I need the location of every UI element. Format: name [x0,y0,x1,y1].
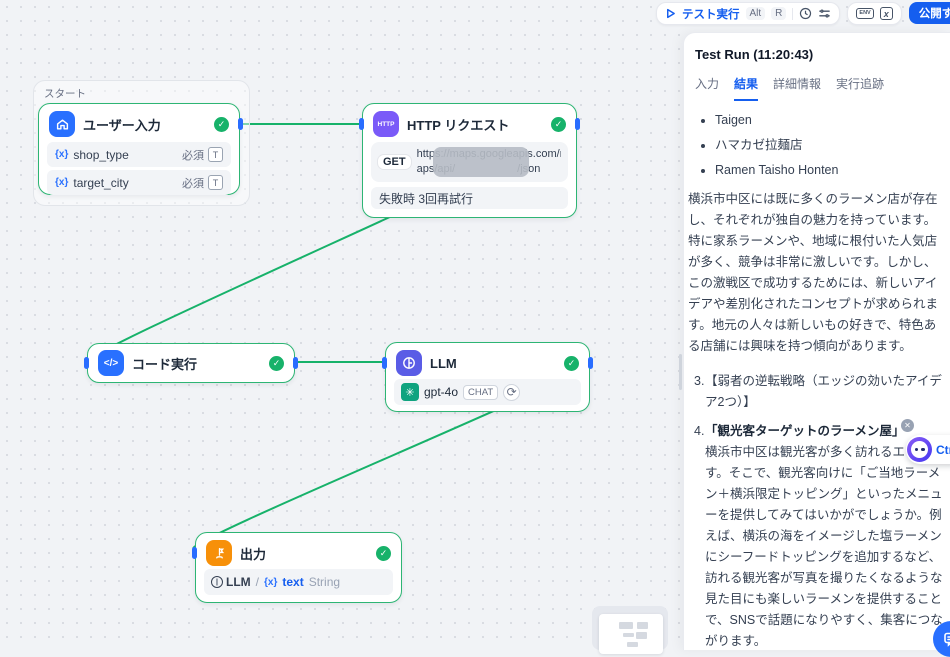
http-url-field[interactable]: GET https://maps.googleapis.com/m aps/ap… [371,142,568,182]
home-icon [49,111,75,137]
source-handle[interactable] [293,357,298,369]
bot-face-icon [907,437,932,462]
publish-button[interactable]: 公開する ∨ [908,2,950,24]
ai-assistant-pill[interactable]: Ctrl [906,435,950,464]
node-user-input[interactable]: ユーザー入力 ✓ {x} shop_type 必須 T {x} target_c… [38,103,243,195]
http-method-badge: GET [378,155,411,169]
target-handle[interactable] [84,357,89,369]
bullet-item: Taigen [715,112,945,129]
node-title: LLM [430,355,457,371]
bullet-item: ハマカゼ拉麺店 [715,137,945,154]
llm-icon [396,350,422,376]
llm-model-field[interactable]: ✳ gpt-4o CHAT ⟳ [394,379,581,405]
start-group-label: スタート [44,88,86,100]
tab-実行追跡[interactable]: 実行追跡 [836,77,885,91]
openai-icon: ✳ [401,383,419,401]
env-variables-button[interactable]: ENV [856,7,874,20]
field-name: target_city [73,175,129,190]
tab-結果[interactable]: 結果 [734,75,759,101]
target-handle[interactable] [382,357,387,369]
node-title: 出力 [240,546,267,562]
node-llm[interactable]: LLM ✓ ✳ gpt-4o CHAT ⟳ [382,342,593,412]
kbd-r: R [771,7,787,20]
model-config-icon[interactable]: ⟳ [503,383,521,401]
node-title: コード実行 [132,356,198,372]
node-output[interactable]: 出力 ✓ | LLM / {x} text String [192,532,402,603]
node-http-request[interactable]: HTTP HTTP リクエスト ✓ GET https://maps.googl… [359,103,580,218]
ref-type: String [308,575,341,589]
variables-toolbar-group: ENV x [847,2,902,25]
history-icon[interactable] [799,7,812,20]
panel-scrollbar[interactable] [679,354,682,390]
redaction-overlay [433,147,529,177]
success-check-icon: ✓ [564,355,579,371]
close-icon[interactable]: ✕ [901,419,914,432]
source-handle[interactable] [238,118,243,130]
input-field-target-city[interactable]: {x} target_city 必須 T [47,170,231,195]
field-name: shop_type [73,147,129,162]
checklist-icon[interactable] [818,7,831,20]
input-field-shop-type[interactable]: {x} shop_type 必須 T [47,142,231,167]
model-name: gpt-4o [424,385,459,399]
run-toolbar-group: テスト実行 Alt R [656,2,841,25]
node-title: HTTP リクエスト [407,117,510,133]
output-variable-field[interactable]: | LLM / {x} text String [204,569,393,595]
numbered-item: 3.【弱者の逆転戦略（エッジの効いたアイデア2つ）】 [694,374,942,409]
text-type-icon: T [208,147,223,162]
panel-title: Test Run (11:20:43) [695,47,814,62]
http-retry-field[interactable]: 失敗時 3回再試行 [371,187,568,209]
success-check-icon: ✓ [214,116,229,132]
target-handle[interactable] [192,547,197,559]
mode-badge: CHAT [463,384,499,400]
variable-inspector-button[interactable]: x [879,7,893,20]
variable-icon: {x} [55,149,69,160]
required-badge: 必須 [182,149,204,162]
success-check-icon: ✓ [551,116,566,132]
text-type-icon: T [208,175,223,190]
kbd-alt: Alt [745,7,766,20]
tab-入力[interactable]: 入力 [695,77,720,91]
ref-separator: / [255,575,259,589]
result-paragraph: 横浜市中区には既に多くのラーメン店が存在し、それぞれが独自の魅力を持っています。… [688,192,939,353]
tab-詳細情報[interactable]: 詳細情報 [773,77,822,91]
test-run-button[interactable]: テスト実行 [682,8,740,21]
top-toolbar: テスト実行 Alt R ENV x 公開する ∨ [656,2,950,25]
target-handle[interactable] [359,118,364,130]
source-handle[interactable] [588,357,593,369]
required-badge: 必須 [182,177,204,190]
node-code-execute[interactable]: </> コード実行 ✓ [84,343,298,383]
end-flag-icon [206,540,232,566]
minimap-backdrop [592,606,668,654]
http-icon: HTTP [373,111,399,137]
ref-node-name: LLM [226,575,251,589]
success-check-icon: ✓ [269,355,284,371]
assistant-label: Ctrl [936,442,950,457]
result-numbered-list: 3.【弱者の逆転戦略（エッジの効いたアイデア2つ）】 4.「観光客ターゲットのラー… [688,371,945,650]
variable-icon: {x} [264,576,278,588]
source-handle[interactable] [575,118,580,130]
numbered-item: 4.「観光客ターゲットのラーメン屋」横浜市中区は観光客が多く訪れるエリアです。そ… [694,424,943,648]
ref-variable: text [282,575,304,589]
result-bullet-list: Taigen ハマカゼ拉麺店 Ramen Taisho Honten [688,112,945,179]
minimap-preview[interactable] [599,614,663,654]
divider [792,7,794,20]
panel-tabs: 入力結果詳細情報実行追跡 [684,62,950,101]
node-title: ユーザー入力 [83,117,161,133]
play-icon[interactable] [665,8,676,19]
llm-ref-icon: | [211,576,223,588]
variable-icon: {x} [55,177,69,188]
bullet-item: Ramen Taisho Honten [715,162,945,179]
result-content: Taigen ハマカゼ拉麺店 Ramen Taisho Honten 横浜市中区には… [684,101,950,650]
chat-fab-button[interactable] [933,621,950,657]
success-check-icon: ✓ [376,545,391,561]
code-icon: </> [98,350,124,376]
